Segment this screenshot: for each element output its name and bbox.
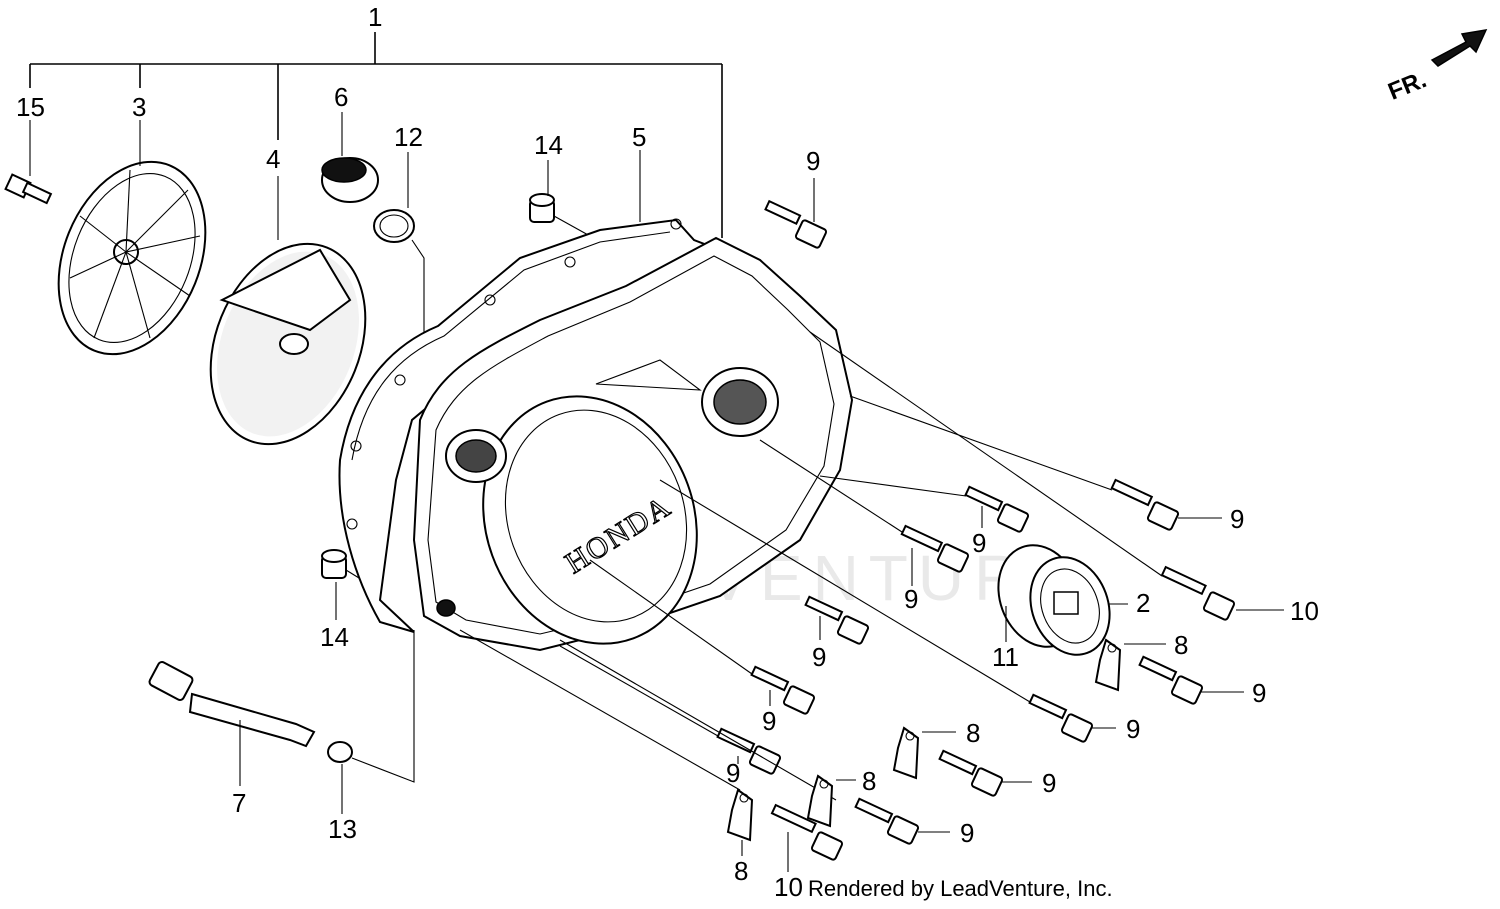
callout-5: 5 <box>632 122 646 152</box>
o-ring-13 <box>327 630 415 814</box>
filter-4 <box>209 176 367 446</box>
callout-6: 6 <box>334 82 348 112</box>
callout-14-lower: 14 <box>320 622 349 652</box>
callout-9-b: 9 <box>1230 504 1244 534</box>
clamp-8-bottom <box>726 788 754 856</box>
callout-9-j: 9 <box>960 818 974 848</box>
bolt-9-h <box>559 645 782 775</box>
callout-9-f: 9 <box>762 706 776 736</box>
clamp-8-mid <box>892 726 956 780</box>
callout-14-upper: 14 <box>534 130 563 160</box>
bolt-9-c <box>759 439 970 586</box>
assembly-bracket <box>29 32 723 238</box>
callout-4: 4 <box>266 144 280 174</box>
bolt-9-a <box>819 475 1030 533</box>
callout-labels: 1 2 3 4 5 6 7 8 8 8 8 9 9 9 9 9 9 9 9 9 … <box>16 2 1319 902</box>
callout-7: 7 <box>232 788 246 818</box>
bolt-9-e <box>1138 655 1244 705</box>
callout-13: 13 <box>328 814 357 844</box>
callout-10-bottom: 10 <box>774 872 803 902</box>
callout-12: 12 <box>394 122 423 152</box>
bolt-9-j <box>854 797 950 845</box>
bolt-9-i <box>938 749 1032 797</box>
callout-8-right: 8 <box>1174 630 1188 660</box>
bolt-9-top <box>764 178 828 249</box>
callout-8-mid: 8 <box>966 718 980 748</box>
callout-9-c: 9 <box>904 584 918 614</box>
clamp-8-lower <box>806 774 856 828</box>
bolt-10-right <box>809 331 1284 621</box>
callout-2: 2 <box>1136 588 1150 618</box>
callout-9-h: 9 <box>726 758 740 788</box>
callout-9-g: 9 <box>1126 714 1140 744</box>
bolt-9-g <box>659 479 1116 743</box>
callout-9-i: 9 <box>1042 768 1056 798</box>
bolt-10-bottom <box>770 803 844 872</box>
callout-8-bottom: 8 <box>734 856 748 886</box>
dowel-pin-14-upper <box>529 160 591 237</box>
front-direction-label: FR. <box>1384 66 1430 106</box>
inspection-plug-2 <box>997 544 1128 656</box>
callout-9-d: 9 <box>812 642 826 672</box>
bolt-15 <box>4 120 53 205</box>
dipstick-7 <box>148 661 316 786</box>
bolt-9-b <box>849 395 1222 531</box>
front-direction-arrow: FR. <box>1384 29 1488 106</box>
callout-10-right: 10 <box>1290 596 1319 626</box>
fan-plate-3 <box>57 120 207 356</box>
callout-15: 15 <box>16 92 45 122</box>
callout-3: 3 <box>132 92 146 122</box>
render-credit: Rendered by LeadVenture, Inc. <box>808 876 1113 901</box>
callout-9-top: 9 <box>806 146 820 176</box>
bolt-9-f <box>589 559 816 715</box>
filler-cap-6 <box>321 112 379 203</box>
callout-1: 1 <box>368 2 382 32</box>
callout-9-a: 9 <box>972 528 986 558</box>
callout-11: 11 <box>992 642 1019 672</box>
crankcase-cover: HONDA <box>412 236 854 652</box>
clamp-8-right <box>1094 638 1166 692</box>
bolt-9-d <box>804 595 870 645</box>
callout-8-lower: 8 <box>862 766 876 796</box>
callout-9-e: 9 <box>1252 678 1266 708</box>
dowel-pin-14-lower <box>321 549 373 620</box>
